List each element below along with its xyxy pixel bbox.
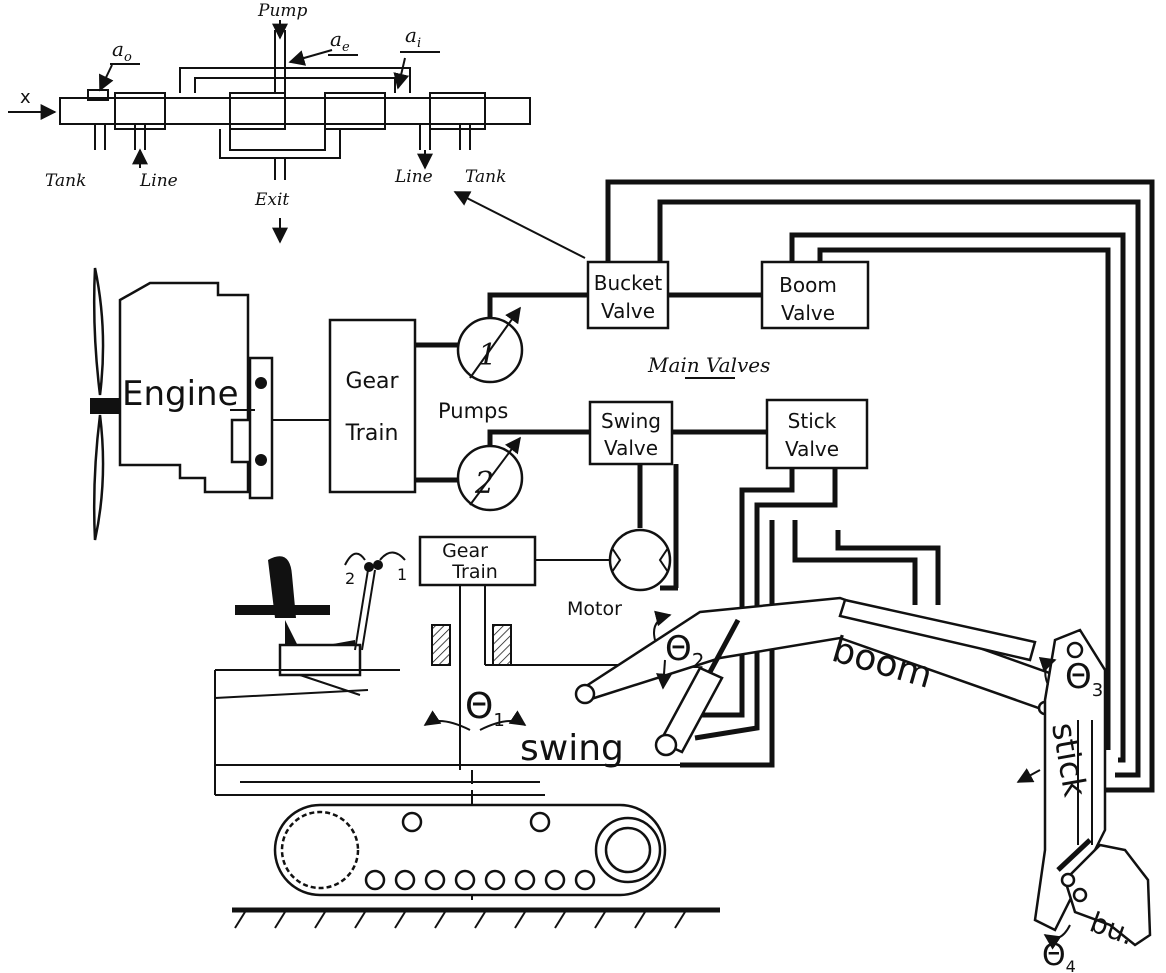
fan-hub <box>90 398 120 414</box>
theta4-label: Θ4 <box>1042 938 1076 973</box>
drive-sprocket <box>282 812 358 888</box>
bearing-right <box>493 625 511 665</box>
spool-ai-label: ai <box>405 23 421 51</box>
swing-gear-top-label: Gear <box>442 540 488 562</box>
spool-pump-label: Pump <box>257 1 308 21</box>
hydraulic-lines <box>200 182 1152 900</box>
spool-ao-label: ao <box>112 37 132 65</box>
lever-1-label: 1 <box>397 565 407 584</box>
fan-blade-top <box>94 268 103 395</box>
theta1-label: Θ1 <box>465 686 505 731</box>
pumps-label: Pumps <box>438 399 508 423</box>
track-assembly <box>232 805 720 928</box>
pump-2: 2 <box>458 438 522 510</box>
gear-train-bottom-label: Train <box>345 421 399 446</box>
motor-label: Motor <box>567 598 622 620</box>
swing-valve-top-label: Swing <box>601 409 661 433</box>
gear-train-top-label: Gear <box>345 369 399 394</box>
spool-tank-left-label: Tank <box>45 171 86 191</box>
operator-seat <box>235 556 360 695</box>
main-valves-label: Main Valves <box>647 353 770 377</box>
spool-input-x-label: x <box>20 87 31 108</box>
pump-1-number: 1 <box>478 338 497 373</box>
swing-motor: Motor <box>567 530 670 620</box>
stick-valve-bottom-label: Valve <box>785 437 839 461</box>
bearing-left <box>432 625 450 665</box>
stick-valve-top-label: Stick <box>788 409 837 433</box>
control-levers: 2 1 <box>345 553 407 651</box>
swing-valve-bottom-label: Valve <box>604 436 658 460</box>
spool-body <box>60 98 530 124</box>
spool-line-right-label: Line <box>394 167 433 187</box>
bucket-valve-bottom-label: Valve <box>601 299 655 323</box>
pump-2-number: 2 <box>474 466 494 501</box>
bucket-valve: Bucket Valve <box>588 262 668 328</box>
engine-label: Engine <box>122 374 239 414</box>
spool-tank-right-label: Tank <box>465 167 506 187</box>
fan-blade-bottom <box>94 415 103 540</box>
boom-valve-top-label: Boom <box>779 273 837 297</box>
boom: Θ2 boom <box>576 598 1055 755</box>
stick-valve: Stick Valve <box>767 400 867 468</box>
gear-train-swing: Gear Train <box>420 537 535 585</box>
swing-gear-bottom-label: Train <box>451 561 498 583</box>
spool-valve-detail: x Pump ao ae ai Tank Line Exit Line Tank <box>8 1 585 258</box>
engine: Engine <box>90 268 272 540</box>
lever-2-label: 2 <box>345 569 355 588</box>
boom-valve: Boom Valve <box>762 262 868 328</box>
pump-1: 1 <box>458 308 522 382</box>
boom-valve-bottom-label: Valve <box>781 301 835 325</box>
spool-line-left-label: Line <box>139 171 178 191</box>
swing-valve: Swing Valve <box>590 402 672 464</box>
spool-ae-label: ae <box>330 27 350 55</box>
swing-label: swing <box>520 728 624 769</box>
bucket-valve-top-label: Bucket <box>594 271 663 295</box>
spool-exit-label: Exit <box>254 190 289 210</box>
gear-train-main: Gear Train <box>330 320 415 492</box>
